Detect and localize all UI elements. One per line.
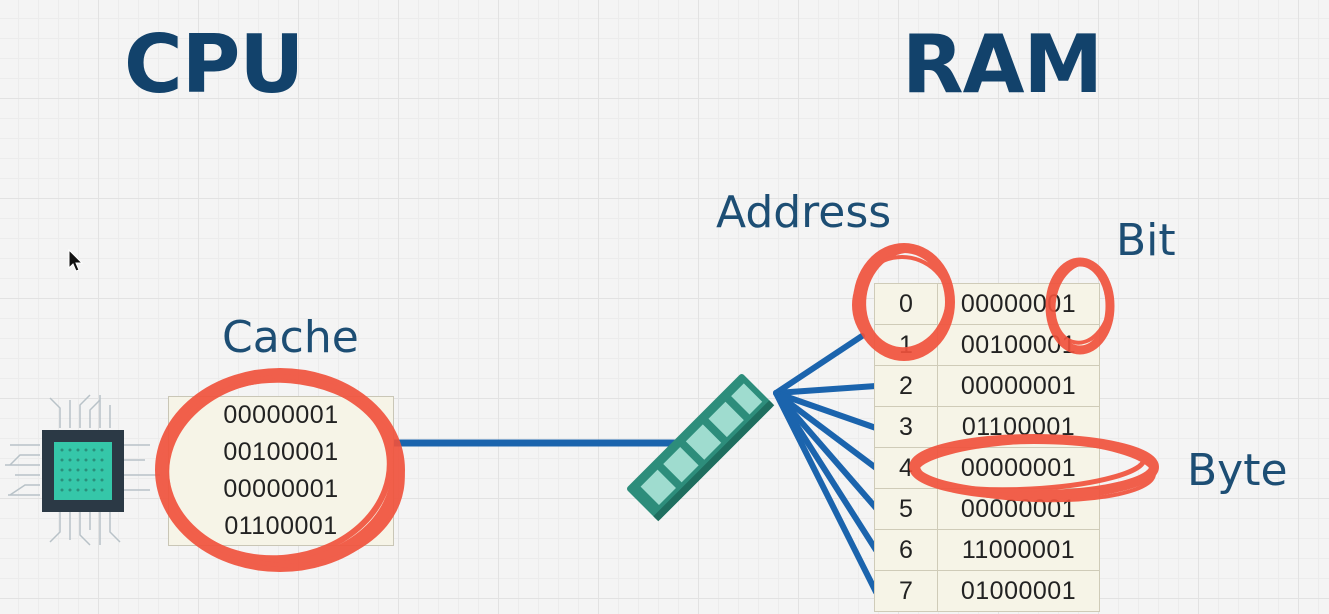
cache-row: 01100001 — [169, 508, 394, 546]
ram-value: 00000001 — [937, 488, 1100, 530]
ram-title: RAM — [902, 18, 1103, 111]
cache-row: 00000001 — [169, 397, 394, 435]
cache-row: 00100001 — [169, 434, 394, 471]
ram-address: 0 — [874, 283, 938, 325]
cache-value: 00100001 — [223, 438, 339, 466]
cache-value: 00000001 — [223, 401, 339, 429]
ram-address: 5 — [874, 488, 938, 530]
ram-value: 00000001 — [937, 365, 1100, 407]
ram-address: 4 — [874, 447, 938, 489]
ram-address: 6 — [874, 529, 938, 571]
address-fan-wires — [773, 333, 879, 595]
bit-label: Bit — [1116, 215, 1176, 266]
ram-value: 11000001 — [937, 529, 1100, 571]
cache-table: 00000001 00100001 00000001 01100001 — [168, 396, 394, 546]
cache-label: Cache — [222, 312, 359, 363]
ram-address: 7 — [874, 570, 938, 612]
ram-address: 1 — [874, 324, 938, 366]
cache-value: 00000001 — [223, 475, 339, 503]
cpu-title: CPU — [124, 18, 304, 111]
cache-row: 00000001 — [169, 471, 394, 508]
ram-value: 00000001 — [937, 283, 1100, 325]
ram-address: 2 — [874, 365, 938, 407]
ram-value: 00100001 — [937, 324, 1100, 366]
cache-value: 01100001 — [224, 512, 338, 540]
address-label: Address — [716, 187, 892, 238]
byte-label: Byte — [1187, 445, 1288, 496]
ram-value: 00000001 — [937, 447, 1100, 489]
ram-address: 3 — [874, 406, 938, 448]
ram-value: 01100001 — [937, 406, 1100, 448]
ram-value: 01000001 — [937, 570, 1100, 612]
